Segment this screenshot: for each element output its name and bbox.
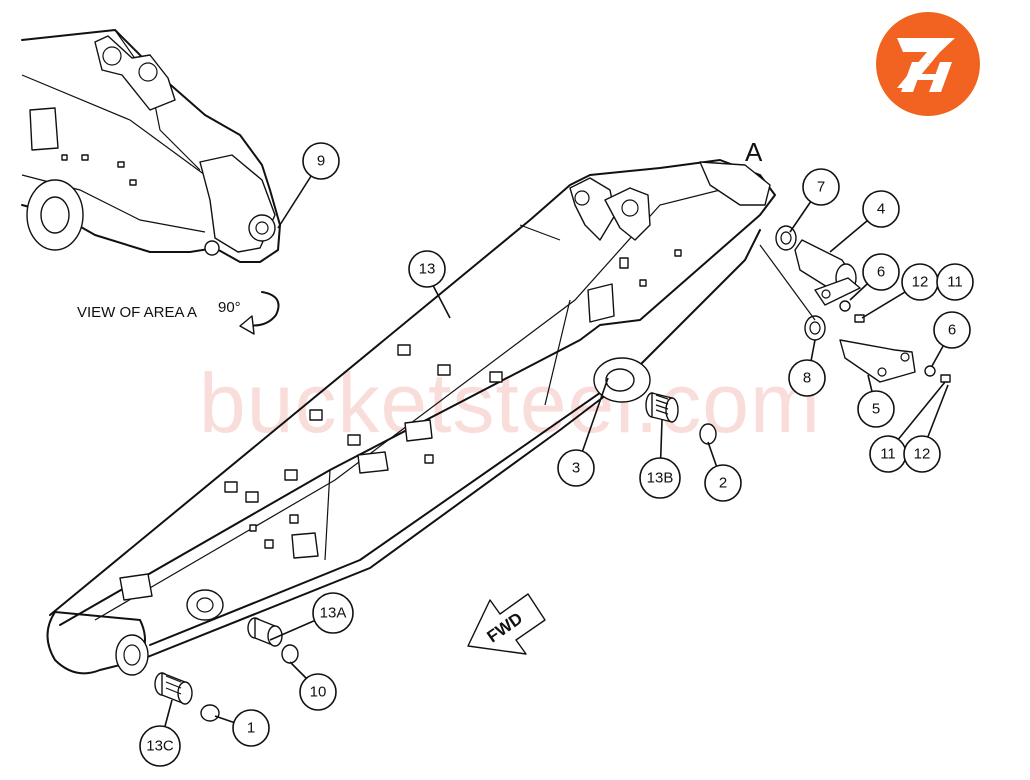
pin-5: [839, 339, 916, 383]
callout-bubble: 13C: [139, 725, 181, 767]
callout-bubble: 10: [299, 673, 337, 711]
bolt-lower: [940, 374, 951, 383]
watermark-text: bucketsteel.com: [199, 356, 821, 450]
callout-circle: [903, 435, 941, 473]
callout-circle: [408, 250, 446, 288]
callout-label: 13C: [146, 738, 174, 755]
callout-label: 4: [877, 201, 885, 218]
seal-1: [200, 704, 220, 722]
callout-circle: [299, 673, 337, 711]
callout-circle: [936, 263, 974, 301]
callout-circle: [933, 311, 971, 349]
brand-logo: ZH: [876, 12, 980, 116]
callout-circle: [639, 457, 681, 499]
callout-label: 8: [803, 370, 811, 387]
callout-label: 13B: [647, 470, 674, 487]
callout-label: 13A: [320, 605, 347, 622]
callout-bubble: 5: [857, 390, 895, 428]
callout-circle: [704, 464, 742, 502]
callout-bubble: 4: [862, 190, 900, 228]
washer-7: [775, 225, 797, 251]
callout-circle: [312, 592, 354, 634]
brand-logo-mark: [897, 38, 955, 92]
callout-circle: [232, 709, 270, 747]
seal-2: [699, 423, 717, 445]
callout-bubble: 7: [802, 168, 840, 206]
callout-bubble: 12: [903, 435, 941, 473]
callout-label: 6: [948, 322, 956, 339]
boom-assembly: [46, 159, 776, 676]
washer-6-upper: [839, 300, 851, 312]
callout-circle: [802, 168, 840, 206]
callout-label: 12: [914, 446, 931, 463]
area-a-marker: A: [745, 137, 763, 167]
callout-label: 9: [317, 153, 325, 170]
callout-label: 11: [880, 446, 896, 463]
callout-bubble: 6: [862, 253, 900, 291]
callout-label: 11: [947, 274, 963, 291]
callout-bubble: 12: [901, 263, 939, 301]
bolt-upper: [854, 314, 865, 323]
callout-circle: [857, 390, 895, 428]
callout-bubble: 13: [408, 250, 446, 288]
callout-circle: [862, 253, 900, 291]
callout-circle: [862, 190, 900, 228]
callout-bubble: 2: [704, 464, 742, 502]
callout-label: 12: [912, 274, 929, 291]
callout-label: 3: [572, 460, 580, 477]
bushing-13c: [154, 672, 193, 705]
bushing-13a: [247, 617, 283, 647]
callout-bubble: 3: [557, 449, 595, 487]
callout-label: 5: [872, 401, 880, 418]
plate-4: [814, 277, 861, 306]
callout-bubble: 1: [232, 709, 270, 747]
callout-bubble: 11: [936, 263, 974, 301]
callout-circle: [788, 359, 826, 397]
callout-label: 6: [877, 264, 885, 281]
callout-circle: [302, 142, 340, 180]
view-area-label: VIEW OF AREA A: [77, 304, 197, 321]
callout-bubbles: 9 13 7 4 6 12 11 6 8 5 11 12 3 13B 2 13A 10 13C 1: [139, 142, 974, 767]
callout-bubble: 6: [933, 311, 971, 349]
callout-label: 1: [247, 720, 255, 737]
bushing-13b: [645, 392, 679, 423]
seal-10: [281, 644, 299, 664]
callout-label: 13: [419, 261, 436, 278]
brand-logo-text: ZH: [928, 63, 930, 65]
callout-bubble: 13A: [312, 592, 354, 634]
washer-6-lower: [924, 365, 936, 377]
callout-label: 7: [817, 179, 825, 196]
callout-label: 10: [310, 684, 327, 701]
rotate-arrow-icon: [239, 291, 280, 335]
callout-bubble: 13B: [639, 457, 681, 499]
callout-bubble: 11: [869, 435, 907, 473]
callout-bubble: 9: [302, 142, 340, 180]
callout-bubble: 8: [788, 359, 826, 397]
rotation-angle-label: 90°: [218, 299, 241, 316]
inset-view-area-a: [21, 29, 281, 263]
callout-circle: [557, 449, 595, 487]
forward-arrow-icon: FWD: [467, 593, 546, 655]
callout-circle: [139, 725, 181, 767]
callout-label: 2: [719, 475, 727, 492]
assembly-guide-line: [759, 244, 816, 321]
